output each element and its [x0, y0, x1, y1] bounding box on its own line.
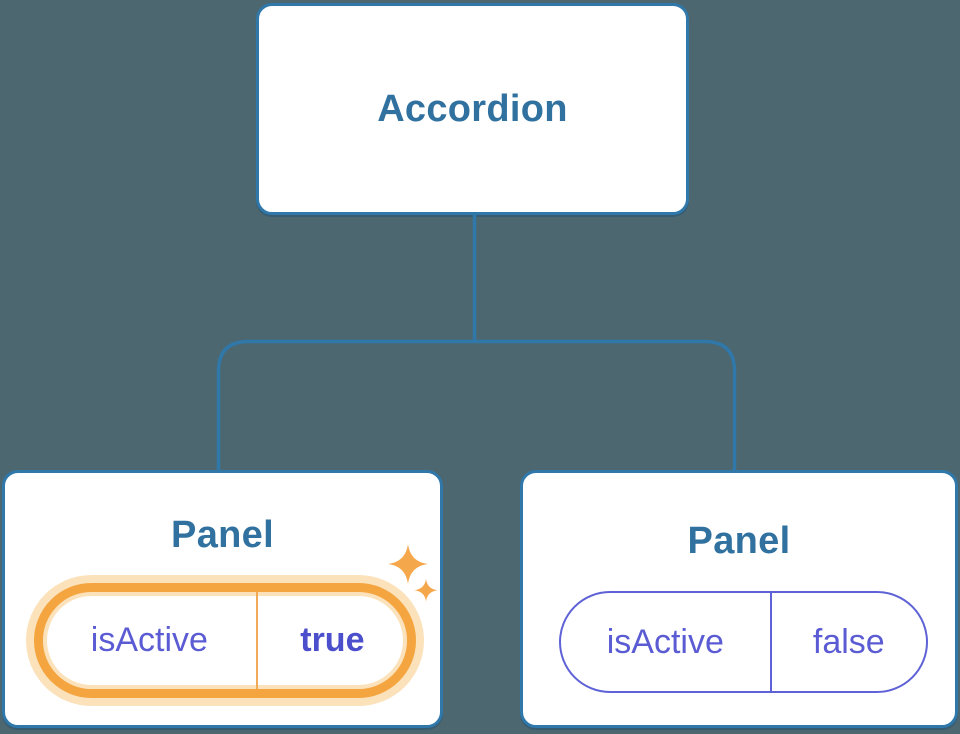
state-value: true [300, 621, 365, 659]
state-pill-inactive: isActive false [559, 591, 928, 693]
accordion-node: Accordion [256, 3, 689, 215]
panel-node-inactive: Panel isActive false [520, 470, 958, 728]
panel-node-label: Panel [687, 520, 791, 562]
state-name: isActive [43, 592, 258, 689]
sparkles-icon [388, 544, 438, 602]
state-name: isActive [561, 593, 772, 691]
accordion-node-label: Accordion [377, 87, 568, 130]
panel-node-active: Panel isActive true [2, 470, 443, 728]
state-value: false [812, 622, 885, 661]
state-pill-active-ring: isActive true [34, 583, 416, 698]
panel-node-label: Panel [171, 514, 274, 556]
state-pill-active: isActive true [26, 575, 424, 706]
